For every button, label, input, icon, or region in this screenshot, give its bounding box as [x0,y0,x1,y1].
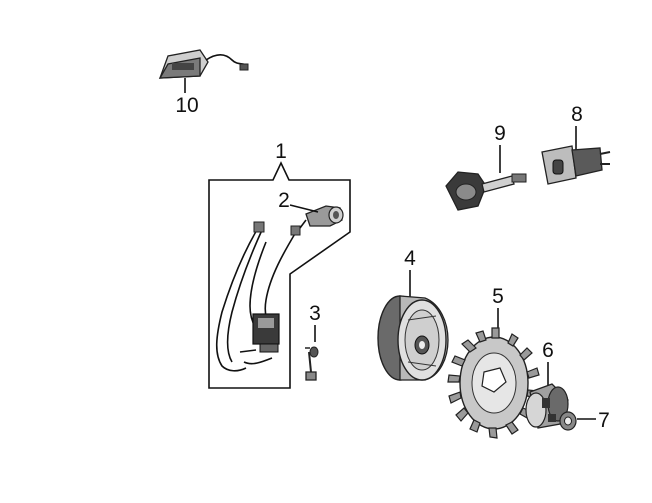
part-2-plug-cap [289,204,344,229]
callout-8: 8 [571,103,583,126]
part-1-assembly-box [208,161,351,389]
callout-9: 9 [494,122,506,145]
callout-6: 6 [542,339,554,362]
part-9-lever [445,145,527,211]
part-10-regulator [158,49,249,93]
callout-1: 1 [275,140,287,163]
part-6-pulley [525,362,569,429]
callout-4: 4 [404,247,416,270]
part-7-nut [559,411,596,431]
callout-3: 3 [309,302,321,325]
part-3-bolt [305,325,319,381]
part-8-stop-switch [541,126,611,185]
callout-7: 7 [598,409,610,432]
part-5-cooling-fan [447,308,540,439]
callout-5: 5 [492,285,504,308]
part-1-ignition-coil [215,221,301,372]
callout-10: 10 [175,94,198,117]
callout-2: 2 [278,189,290,212]
part-4-flywheel [377,270,449,381]
